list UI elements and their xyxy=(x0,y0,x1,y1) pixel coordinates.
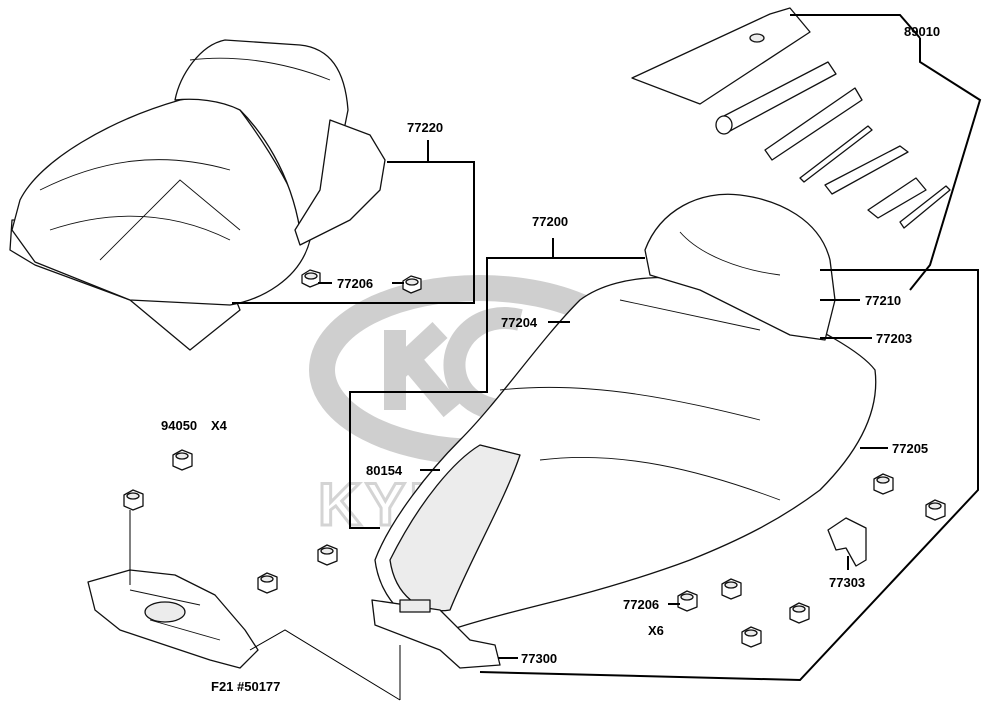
bracket-77303 xyxy=(827,517,867,567)
label-77206-bottom: 77206 xyxy=(623,597,659,612)
label-77206-qty: X6 xyxy=(648,623,664,638)
label-94050: 94050 xyxy=(161,418,197,433)
nut-icon xyxy=(789,602,810,624)
nut-icon xyxy=(257,572,278,594)
label-77204: 77204 xyxy=(501,315,538,330)
label-77206-top: 77206 xyxy=(337,276,373,291)
label-77220: 77220 xyxy=(407,120,443,135)
nut-icon xyxy=(123,489,144,511)
label-77200: 77200 xyxy=(532,214,568,229)
seat-part-77220 xyxy=(9,39,386,351)
nut-icon xyxy=(741,626,762,648)
nut-group xyxy=(123,269,946,648)
label-f21-reference: F21 #50177 xyxy=(211,679,280,694)
label-77210: 77210 xyxy=(865,293,901,308)
nut-icon xyxy=(721,578,742,600)
label-80154: 80154 xyxy=(366,463,403,478)
label-77300: 77300 xyxy=(521,651,557,666)
label-77205: 77205 xyxy=(892,441,928,456)
seat-part-77200 xyxy=(371,193,877,669)
label-77203: 77203 xyxy=(876,331,912,346)
nut-icon xyxy=(172,449,193,471)
nut-icon xyxy=(873,473,894,495)
toolkit-89010 xyxy=(631,7,951,229)
nut-icon xyxy=(402,275,422,294)
base-plate-bracket xyxy=(87,569,259,669)
nut-icon xyxy=(677,590,698,612)
leader-lines xyxy=(129,14,982,701)
label-77303: 77303 xyxy=(829,575,865,590)
label-89010: 89010 xyxy=(904,24,940,39)
nut-icon xyxy=(925,499,946,521)
nut-icon xyxy=(317,544,338,566)
nut-icon xyxy=(301,269,321,288)
label-94050-qty: X4 xyxy=(211,418,228,433)
